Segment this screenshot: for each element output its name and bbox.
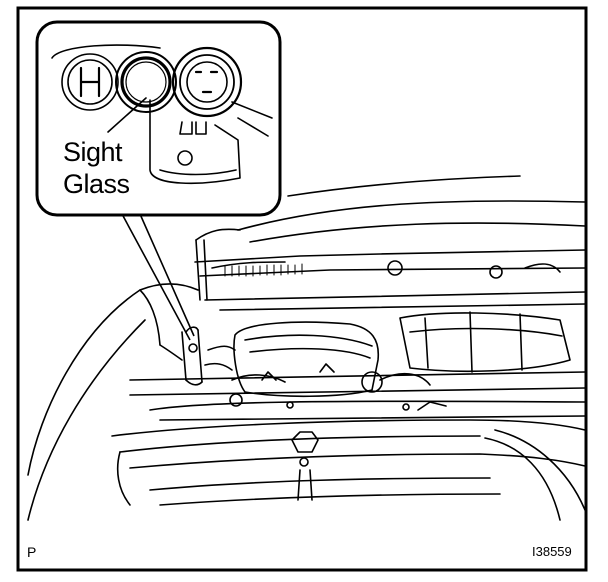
engine-bay-illustration [27,175,586,521]
page-letter: P [27,544,37,560]
sight-glass-pointer [107,97,147,133]
callout-detail [51,44,273,184]
sight-glass-label-line1: Sight [63,137,123,167]
sight-glass-label-line2: Glass [63,169,130,199]
figure-code: I38559 [532,544,572,559]
callout-leader [121,213,195,341]
sight-glass-label: Sight Glass [63,136,130,200]
callout-box [35,20,282,217]
